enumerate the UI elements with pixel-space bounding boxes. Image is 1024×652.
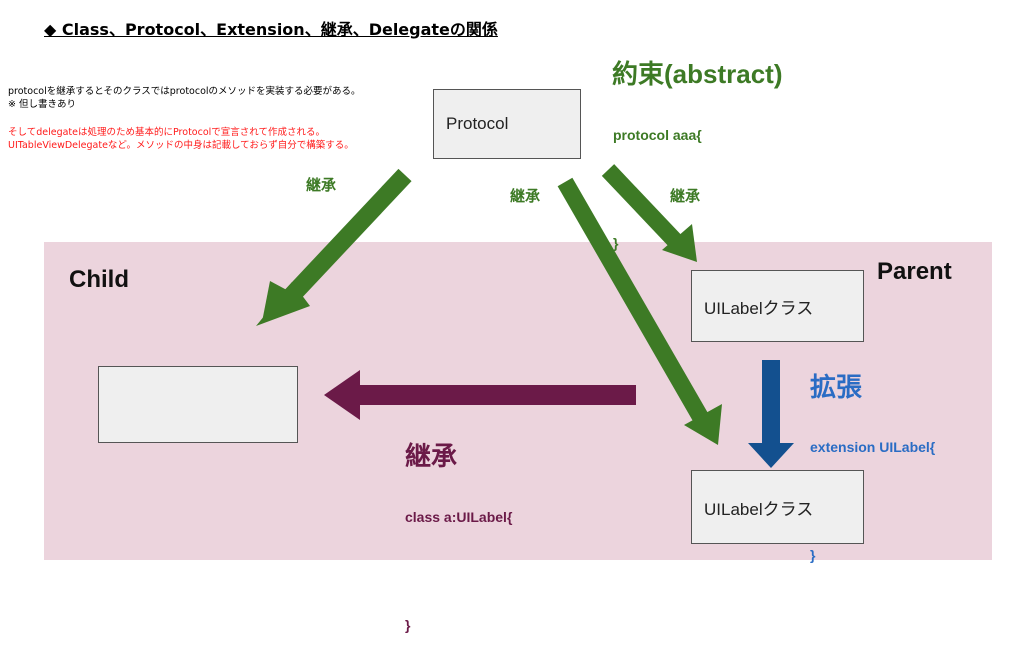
- extended-uilabel-box: UILabelクラス: [691, 470, 864, 544]
- inherit-label-middle: 継承: [510, 188, 541, 205]
- inherit-label-right: 継承: [670, 188, 701, 205]
- protocol-to-parent-arrow: [601, 164, 697, 262]
- note-line: protocolを継承するとそのクラスではprotocolのメソッドを実装する必…: [8, 86, 361, 97]
- subclass-code: class a:UILabel{ }: [405, 472, 512, 652]
- code-line: }: [613, 235, 619, 251]
- code-line: class a:UILabel{: [405, 509, 513, 525]
- abstract-code: protocol aaa{ }: [613, 90, 702, 270]
- child-class-box: [98, 366, 298, 443]
- parent-label: Parent: [877, 258, 952, 285]
- subclass-arrow: [324, 370, 636, 420]
- extension-heading: 拡張: [810, 372, 863, 402]
- extension-code: extension UILabel{ }: [810, 402, 935, 582]
- arrows-layer: [256, 164, 794, 468]
- parent-uilabel-box: UILabelクラス: [691, 270, 864, 342]
- protocol-box-label: Protocol: [446, 114, 509, 133]
- parent-box-label: UILabelクラス: [704, 298, 814, 318]
- protocol-note: protocolを継承するとそのクラスではprotocolのメソッドを実装する必…: [8, 85, 361, 111]
- child-label: Child: [69, 266, 129, 293]
- inherit-label-left: 継承: [306, 177, 337, 194]
- code-line: protocol aaa{: [613, 127, 702, 143]
- code-line: extension UILabel{: [810, 439, 936, 455]
- extension-arrow: [748, 360, 794, 468]
- note-line: ※ 但し書きあり: [8, 99, 76, 110]
- code-line: [405, 562, 512, 580]
- note-line: そしてdelegateは処理のため基本的にProtocolで宣言されて作成される…: [8, 127, 325, 138]
- subclass-heading: 継承: [405, 441, 458, 471]
- abstract-heading: 約束(abstract): [612, 59, 783, 89]
- protocol-to-bottom-arrow: [557, 177, 722, 445]
- delegate-note: そしてdelegateは処理のため基本的にProtocolで宣言されて作成される…: [8, 126, 354, 152]
- protocol-to-child-arrow: [256, 168, 412, 326]
- protocol-box: Protocol: [433, 89, 581, 159]
- code-line: }: [405, 617, 411, 633]
- page-title: ◆ Class、Protocol、Extension、継承、Delegateの関…: [44, 20, 498, 39]
- code-line: [810, 492, 935, 510]
- bottom-box-label: UILabelクラス: [704, 499, 814, 519]
- note-line: UITableViewDelegateなど。メソッドの中身は記載しておらず自分で…: [8, 140, 354, 151]
- code-line: [613, 180, 702, 198]
- code-line: }: [810, 547, 816, 563]
